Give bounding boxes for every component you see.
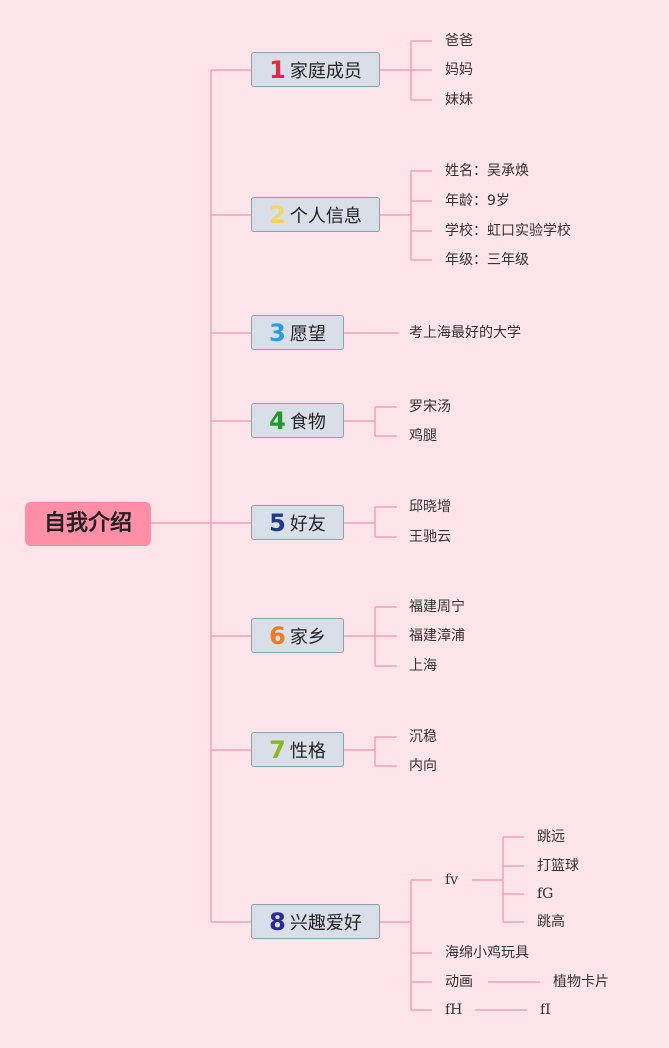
number-badge-8: 8 — [269, 907, 286, 936]
category-personality[interactable]: 7 性格 — [251, 732, 344, 767]
leaf-hometown-1[interactable]: 福建周宁 — [409, 599, 465, 615]
leaf-hometown-2[interactable]: 福建漳浦 — [409, 628, 465, 644]
leaf-food-borscht[interactable]: 罗宋汤 — [409, 399, 451, 415]
category-friends[interactable]: 5 好友 — [251, 505, 344, 540]
leaf-wish[interactable]: 考上海最好的大学 — [409, 325, 521, 341]
number-badge-2: 2 — [269, 200, 286, 229]
leaf-personality-1[interactable]: 沉稳 — [409, 729, 437, 745]
category-label: 家乡 — [289, 626, 326, 648]
leaf-personality-2[interactable]: 内向 — [409, 758, 437, 774]
category-wish[interactable]: 3 愿望 — [251, 315, 344, 350]
number-badge-3: 3 — [269, 318, 286, 347]
leaf-hobby-anime[interactable]: 动画 — [445, 974, 473, 990]
category-label: 兴趣爱好 — [289, 912, 362, 934]
number-badge-7: 7 — [269, 735, 286, 764]
leaf-hobby-fv[interactable]: fv — [445, 872, 459, 888]
category-label: 食物 — [289, 411, 326, 433]
leaf-sister[interactable]: 妹妹 — [445, 92, 473, 108]
leaf-hobby-fh[interactable]: fH — [445, 1002, 463, 1018]
leaf-name[interactable]: 姓名：吴承焕 — [445, 163, 529, 179]
leaf-dad[interactable]: 爸爸 — [445, 33, 473, 49]
category-label: 个人信息 — [289, 205, 362, 227]
number-badge-6: 6 — [269, 621, 286, 650]
leaf-food-drumstick[interactable]: 鸡腿 — [409, 428, 437, 444]
leaf-sport-high-jump[interactable]: 跳高 — [537, 914, 565, 930]
number-badge-5: 5 — [269, 508, 286, 537]
leaf-grade[interactable]: 年级：三年级 — [445, 252, 529, 268]
leaf-mom[interactable]: 妈妈 — [445, 62, 473, 78]
leaf-sport-basketball[interactable]: 打篮球 — [537, 858, 579, 874]
leaf-sport-long-jump[interactable]: 跳远 — [537, 829, 565, 845]
category-hobbies[interactable]: 8 兴趣爱好 — [251, 904, 380, 939]
category-label: 愿望 — [289, 323, 326, 345]
category-label: 性格 — [289, 740, 326, 762]
leaf-friend-2[interactable]: 王驰云 — [409, 529, 451, 545]
leaf-friend-1[interactable]: 邱晓增 — [409, 499, 451, 515]
category-hometown[interactable]: 6 家乡 — [251, 618, 344, 653]
leaf-anime-cards[interactable]: 植物卡片 — [553, 974, 609, 990]
leaf-hometown-3[interactable]: 上海 — [409, 658, 437, 674]
leaf-age[interactable]: 年龄：9岁 — [445, 193, 510, 209]
leaf-hobby-toy[interactable]: 海绵小鸡玩具 — [445, 945, 529, 961]
root-topic[interactable]: 自我介绍 — [25, 502, 151, 546]
category-label: 家庭成员 — [289, 60, 362, 82]
category-label: 好友 — [289, 513, 326, 535]
category-family[interactable]: 1 家庭成员 — [251, 52, 380, 87]
leaf-hobby-fi[interactable]: fI — [540, 1002, 551, 1018]
category-food[interactable]: 4 食物 — [251, 403, 344, 438]
category-personal-info[interactable]: 2 个人信息 — [251, 197, 380, 232]
number-badge-1: 1 — [269, 55, 286, 84]
leaf-school[interactable]: 学校：虹口实验学校 — [445, 223, 571, 239]
number-badge-4: 4 — [269, 406, 286, 435]
leaf-sport-fg[interactable]: fG — [537, 886, 554, 902]
